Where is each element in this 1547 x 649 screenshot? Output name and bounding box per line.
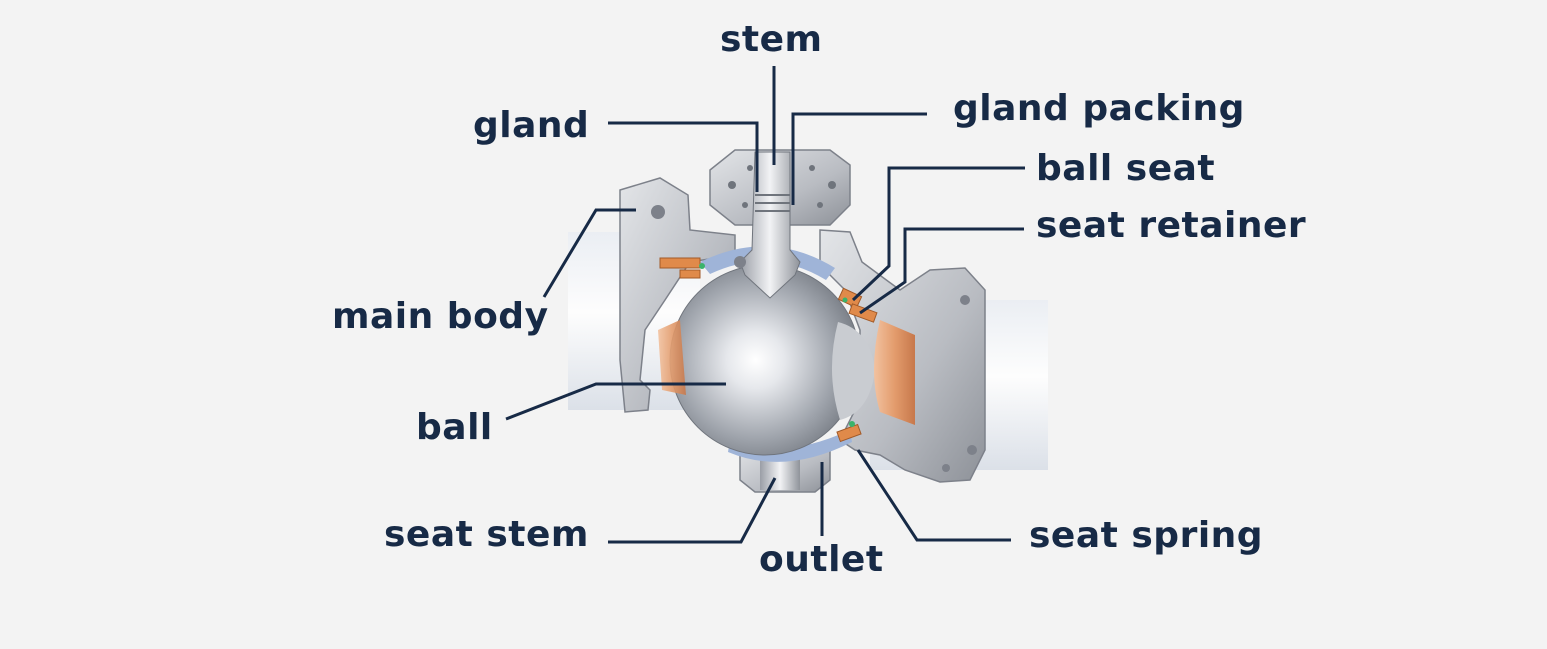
- label-gland: gland: [473, 105, 590, 146]
- o-rings: [699, 263, 855, 427]
- leader-gland: [608, 121, 759, 192]
- seat-rings: [659, 257, 878, 443]
- flange-bolt-holes: [728, 165, 836, 208]
- label-ball-seat: ball seat: [1036, 148, 1216, 189]
- leader-seat-spring: [856, 449, 1011, 542]
- stem-collars: [755, 194, 790, 212]
- leader-ball: [505, 382, 726, 421]
- label-seat-spring: seat spring: [1029, 515, 1264, 556]
- label-stem: stem: [720, 19, 823, 60]
- leader-gland-packing: [791, 112, 927, 205]
- bore-seat-copper: [874, 320, 915, 425]
- stem-hole: [734, 256, 746, 268]
- seal-ring-top: [700, 246, 835, 280]
- bolt-hole: [651, 205, 665, 219]
- ball-bore: [831, 322, 875, 420]
- leader-main-body: [542, 208, 636, 298]
- leader-seat-stem: [608, 477, 777, 544]
- leader-seat-retainer: [859, 227, 1024, 315]
- label-main-body: main body: [332, 296, 549, 337]
- right-flange-holes: [942, 295, 977, 472]
- label-outlet: outlet: [759, 539, 884, 580]
- left-seat-copper: [658, 320, 686, 395]
- label-ball: ball: [416, 407, 493, 448]
- stem-shaft: [739, 151, 801, 299]
- label-seat-stem: seat stem: [384, 514, 589, 555]
- body-left: [619, 177, 736, 413]
- label-gland-packing: gland packing: [953, 88, 1245, 129]
- leader-ball-seat: [851, 166, 1025, 302]
- label-seat-retainer: seat retainer: [1036, 205, 1307, 246]
